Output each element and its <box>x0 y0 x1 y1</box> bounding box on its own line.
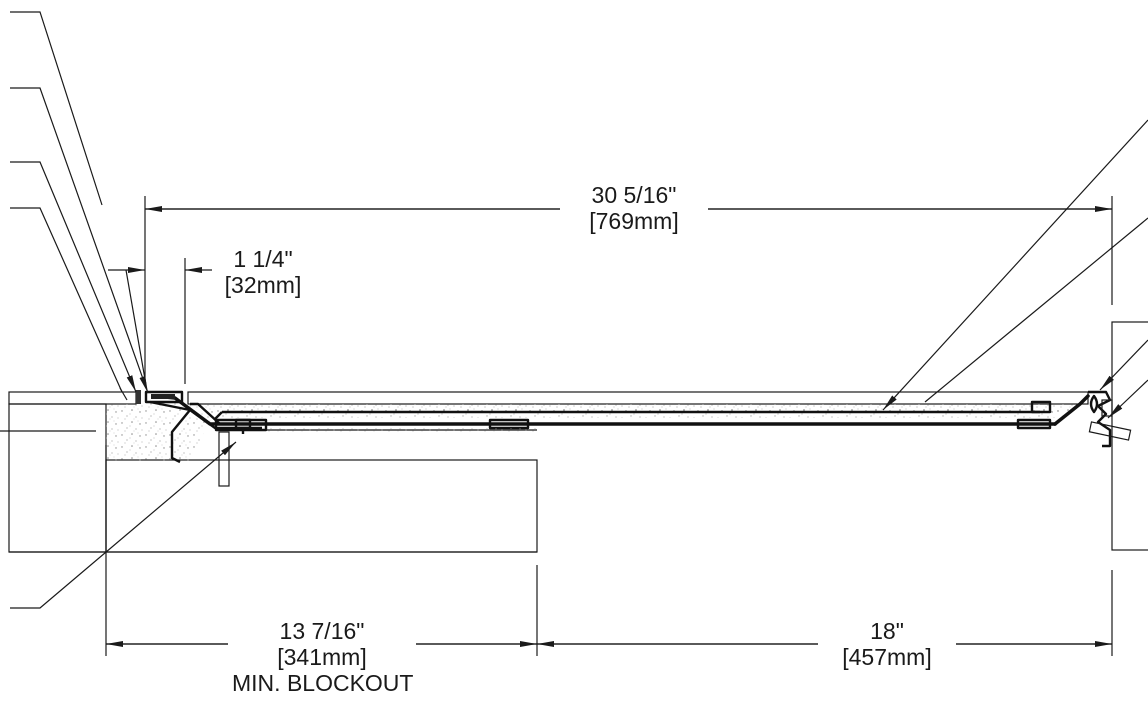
dim-overall-imperial: 30 5/16" <box>591 182 677 208</box>
dim-blockout-note: MIN. BLOCKOUT <box>232 670 414 696</box>
dim-frame-label: 1 1/4" [32mm] <box>212 246 314 298</box>
dim-span-imperial: 18" <box>870 618 904 644</box>
wall-right <box>1111 321 1148 551</box>
leader-lines-right <box>882 119 1148 419</box>
dim-frame-imperial: 1 1/4" <box>233 246 293 272</box>
dim-blockout-imperial: 13 7/16" <box>279 618 365 644</box>
support-bar <box>266 418 537 432</box>
dim-blockout-label: 13 7/16" [341mm] MIN. BLOCKOUT <box>228 618 416 696</box>
anchor-bolt <box>218 418 252 487</box>
dim-blockout-metric: [341mm] <box>277 644 367 670</box>
dim-overall-metric: [769mm] <box>589 208 679 234</box>
leader-lines-left <box>0 11 237 609</box>
right-frame <box>1016 390 1132 448</box>
extension-lines <box>105 196 1113 656</box>
dim-span-metric: [457mm] <box>842 644 932 670</box>
dim-frame-metric: [32mm] <box>224 272 302 298</box>
dim-overall-label: 30 5/16" [769mm] <box>560 182 708 234</box>
concrete-slab <box>8 403 538 553</box>
dim-span-label: 18" [457mm] <box>818 618 956 670</box>
